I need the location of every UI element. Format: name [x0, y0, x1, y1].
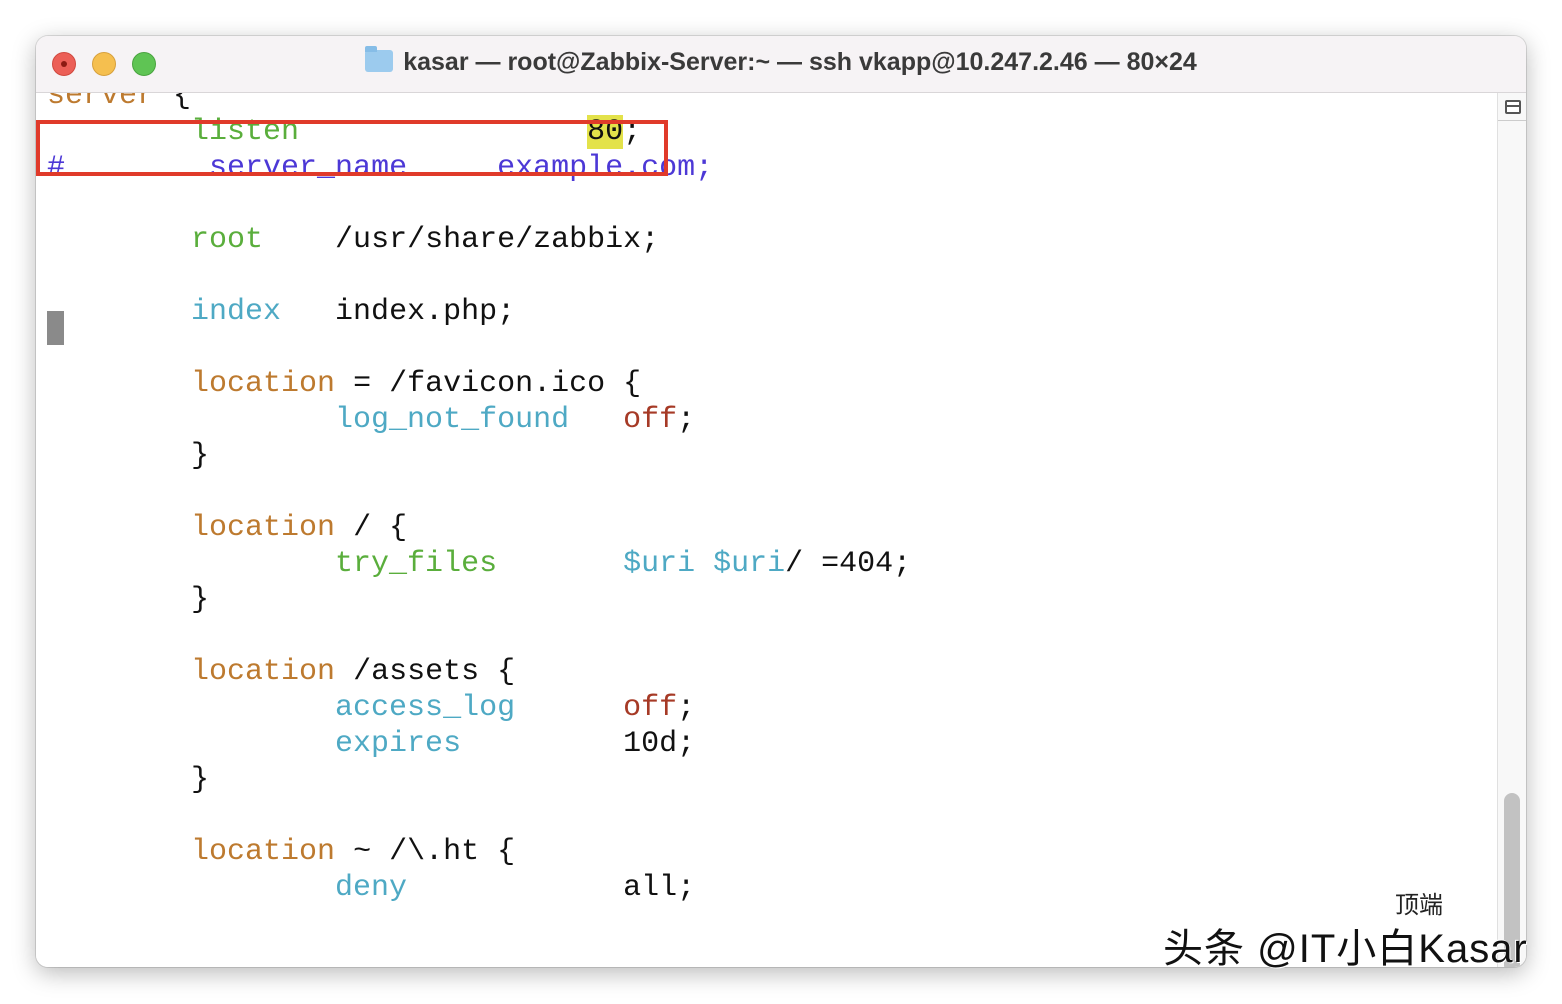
terminal-line: } [47, 582, 209, 618]
text-token [695, 547, 713, 581]
terminal-cursor [47, 311, 64, 345]
text-token [515, 691, 623, 725]
terminal-line: } [47, 762, 209, 798]
zoom-button[interactable] [132, 52, 156, 76]
terminal-line: expires 10d; [47, 726, 695, 762]
window-title: kasar — root@Zabbix-Server:~ — ssh vkapp… [36, 46, 1526, 77]
syntax-token: server [47, 93, 156, 113]
vertical-scrollbar[interactable] [1497, 93, 1526, 967]
text-token: } [47, 763, 210, 797]
text-token: /assets { [335, 655, 516, 689]
text-token: } [47, 583, 210, 617]
syntax-token: # [47, 151, 66, 185]
text-token [47, 691, 335, 725]
terminal-line: location = /favicon.ico { [47, 366, 641, 402]
text-token: ; [677, 403, 696, 437]
syntax-token: location [191, 655, 336, 689]
terminal-line: index index.php; [47, 294, 515, 330]
text-token [47, 223, 191, 257]
text-token: /usr/share/zabbix; [263, 223, 660, 257]
text-token: } [47, 439, 210, 473]
syntax-token: root [191, 223, 264, 257]
syntax-token: access_log [335, 691, 516, 725]
text-token [47, 367, 191, 401]
annotation-highlight-box [36, 120, 668, 176]
window-title-text: kasar — root@Zabbix-Server:~ — ssh vkapp… [403, 48, 1197, 76]
text-token: all; [407, 871, 696, 905]
text-token: 10d; [461, 727, 696, 761]
terminal-line: server { [47, 93, 191, 114]
text-token [47, 655, 191, 689]
text-token [47, 727, 335, 761]
syntax-token: location [191, 511, 336, 545]
watermark: 头条 @IT小白Kasar [1163, 927, 1528, 971]
syntax-token: $uri [623, 547, 696, 581]
text-token: ; [677, 691, 696, 725]
text-token: = /favicon.ico { [335, 367, 642, 401]
syntax-token: location [191, 835, 336, 869]
text-token: / { [335, 511, 408, 545]
syntax-token: deny [335, 871, 408, 905]
terminal-line: root /usr/share/zabbix; [47, 222, 659, 258]
terminal-line: location ~ /\.ht { [47, 834, 515, 870]
terminal-line: # server_name example.com; [47, 150, 713, 186]
syntax-token: $uri [713, 547, 786, 581]
text-token: ~ /\.ht { [335, 835, 516, 869]
terminal-line: log_not_found off; [47, 402, 695, 438]
terminal-line: } [47, 438, 209, 474]
terminal-content[interactable]: server { listen 80;# server_name example… [36, 93, 1498, 967]
syntax-token: index [191, 295, 282, 329]
text-token [47, 871, 335, 905]
minimize-button[interactable] [92, 52, 116, 76]
syntax-token: log_not_found [335, 403, 570, 437]
text-token [47, 835, 191, 869]
syntax-token: off [623, 403, 678, 437]
text-token [497, 547, 623, 581]
split-pane-icon[interactable] [1498, 93, 1526, 121]
text-token [47, 547, 335, 581]
scrollbar-thumb[interactable] [1504, 793, 1520, 967]
terminal-line: location / { [47, 510, 407, 546]
text-token [569, 403, 623, 437]
close-button[interactable] [52, 52, 76, 76]
text-token: { [155, 93, 192, 113]
syntax-token: expires [335, 727, 462, 761]
text-token [47, 511, 191, 545]
terminal-line: access_log off; [47, 690, 695, 726]
terminal-line: deny all; [47, 870, 695, 906]
syntax-token: off [623, 691, 678, 725]
text-token: / =404; [785, 547, 912, 581]
syntax-token: location [191, 367, 336, 401]
text-token [47, 295, 191, 329]
watermark-overlay: 顶端 [1395, 892, 1443, 919]
terminal-line: location /assets { [47, 654, 515, 690]
terminal-window: kasar — root@Zabbix-Server:~ — ssh vkapp… [36, 36, 1526, 967]
syntax-token: server_name example.com; [65, 151, 714, 185]
title-bar[interactable]: kasar — root@Zabbix-Server:~ — ssh vkapp… [36, 36, 1526, 93]
syntax-token: try_files [335, 547, 498, 581]
folder-icon [365, 46, 394, 72]
terminal-line: try_files $uri $uri/ =404; [47, 546, 911, 582]
text-token [47, 403, 335, 437]
text-token: index.php; [281, 295, 516, 329]
